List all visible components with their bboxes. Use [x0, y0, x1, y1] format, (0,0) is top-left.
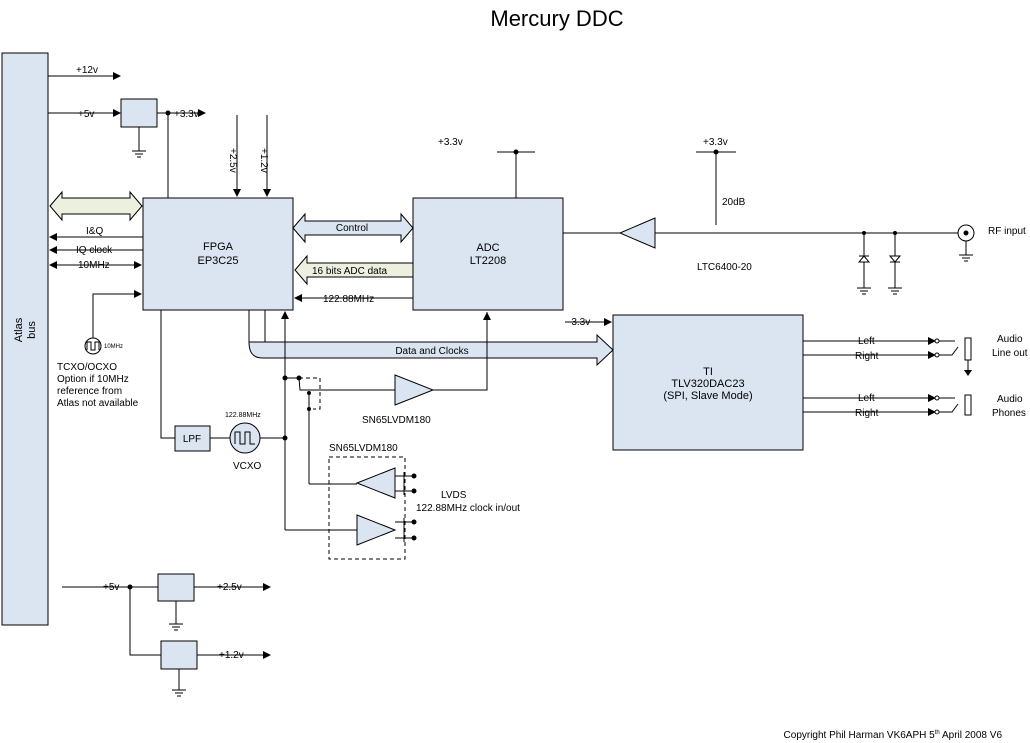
rail-2v5-fpga-label: +2.5v [227, 148, 238, 173]
regulator-2v5 [157, 573, 195, 602]
lvds-label-2: 122.88MHz clock in/out [416, 503, 520, 514]
ground-symbol [169, 623, 183, 631]
rail-2v5-out-label: +2.5v [217, 582, 242, 593]
rail-5v-bottom-label: +5v [103, 582, 119, 593]
lvds-buffer-out [355, 467, 396, 499]
rail-3v3-top-label: +3.3v [174, 109, 199, 120]
rail-1v2-fpga-label: +1.2v [258, 148, 269, 173]
lineout-label-2: Line out [992, 348, 1028, 359]
lvds-buffer-adc [394, 374, 435, 406]
regulator-1v2 [160, 640, 198, 670]
rail-3v3-amp-label: +3.3v [703, 137, 728, 148]
atlas-bus [1, 52, 49, 626]
junction-dot [893, 231, 897, 235]
data-clocks-label: Data and Clocks [395, 346, 468, 357]
regulator-3v3 [120, 98, 158, 128]
lvds-buffer-2-label: SN65LVDM180 [329, 443, 398, 454]
tenmhz-label: 10MHz [78, 260, 110, 271]
adc-data-label: 16 bits ADC data [312, 266, 387, 277]
wire-buffer-to-adc-clock [433, 312, 488, 391]
rail-3v3-adc-label: +3.3v [438, 137, 463, 148]
lpf-block [174, 425, 211, 452]
protection-diode-2 [888, 233, 902, 295]
amp-gain-label: 20dB [722, 197, 746, 208]
fpga-label-1: FPGA [203, 241, 234, 253]
tcxo-note-2: Option if 10MHz [57, 374, 129, 385]
dac-label-3: (SPI, Slave Mode) [663, 390, 752, 402]
amp-part-label: LTC6400-20 [697, 262, 752, 273]
atlas-bus-label-1: Atlas [13, 317, 25, 342]
audio-left1-label: Left [858, 336, 875, 347]
adc-clock-arrow [483, 312, 491, 320]
phones-label-2: Phones [992, 408, 1026, 419]
rf-connector-center [963, 230, 969, 236]
dac-block [612, 314, 804, 451]
line-out-jack [934, 337, 972, 376]
tcxo-freq-label: 10MHz [104, 344, 123, 350]
phones-jack [934, 394, 972, 416]
control-label: Control [336, 223, 368, 234]
wire-buffer-to-adc [298, 377, 395, 391]
vcxo-freq-label: 122.88MHz [225, 412, 261, 419]
rail-dac-label: -3.3v [568, 317, 590, 328]
rail-5v-top-label: +5v [78, 109, 94, 120]
adc-label-2: LT2208 [470, 255, 507, 267]
dac-label-1: TI [703, 366, 713, 378]
adc-block [412, 197, 564, 311]
rail-12v-label: +12v [76, 65, 98, 76]
atlas-bus-label-2: bus [26, 321, 38, 339]
tcxo-note-1: TCXO/OCXO [57, 362, 117, 373]
rf-input-label: RF input [988, 226, 1026, 237]
ground-symbol [132, 150, 146, 158]
phones-label-1: Audio [997, 394, 1023, 405]
copyright: Copyright Phil Harman VK6APH 5th April 2… [784, 730, 1003, 741]
rail-1v2-out-label: +1.2v [219, 650, 244, 661]
wire-5v-to-reg-1v2 [129, 587, 161, 656]
ground-symbol [959, 254, 973, 262]
tcxo-note-3: reference from [57, 386, 122, 397]
clk-to-fpga-label: 122.88MHz [323, 294, 374, 305]
jumper-option [299, 377, 321, 410]
fpga-label-2: EP3C25 [198, 255, 239, 267]
wire-fpga-to-lpf [160, 310, 175, 439]
amplifier-ltc6400 [618, 217, 656, 249]
tcxo-wire [92, 290, 142, 338]
lpf-label: LPF [183, 434, 201, 445]
adc-label-1: ADC [476, 242, 499, 254]
lvds-package [328, 456, 406, 560]
lvds-pins [395, 472, 417, 542]
adc-data-arrow [294, 254, 414, 286]
protection-diode-1 [857, 233, 871, 295]
square-wave-icon [86, 341, 100, 351]
audio-left2-label: Left [858, 393, 875, 404]
copyright-suffix: April 2008 V6 [940, 730, 1003, 741]
lineout-label-1: Audio [997, 334, 1023, 345]
vcxo-label: VCXO [233, 461, 262, 472]
ground-symbol [172, 689, 186, 697]
audio-right1-label: Right [855, 351, 879, 362]
diagram-title: Mercury DDC [490, 6, 623, 31]
dac-label-2: TLV320DAC23 [671, 378, 744, 390]
lvds-buffer-1-label: SN65LVDM180 [362, 415, 431, 426]
copyright-prefix: Copyright Phil Harman VK6APH 5 [784, 730, 936, 741]
junction-dot [862, 231, 866, 235]
square-wave-icon [234, 431, 255, 445]
tcxo-note-4: Atlas not available [57, 398, 139, 409]
audio-right2-label: Right [855, 408, 879, 419]
lvds-label-1: LVDS [441, 490, 467, 501]
iq-clock-label: IQ clock [76, 245, 113, 256]
fpga-block [142, 197, 294, 311]
iq-label: I&Q [86, 226, 103, 237]
lvds-buffer-in [356, 514, 397, 546]
atlas-fpga-bus-arrow [49, 190, 143, 222]
copyright-superscript: th [935, 730, 940, 736]
data-clocks-arrow [248, 310, 614, 367]
